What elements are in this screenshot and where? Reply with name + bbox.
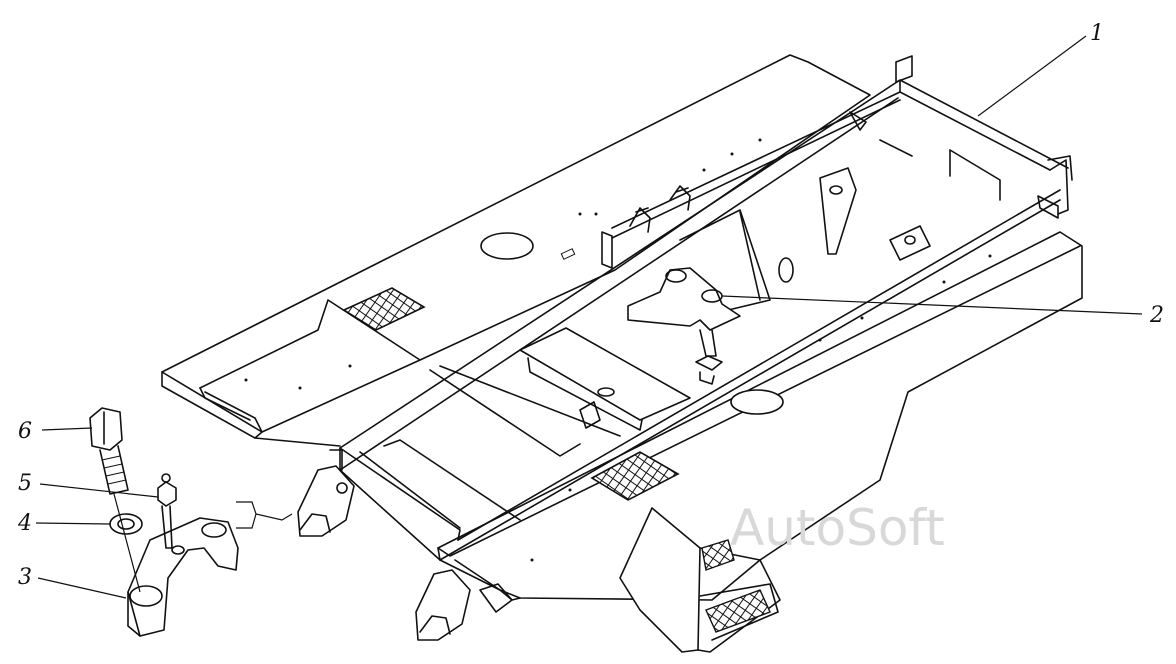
grease-fitting bbox=[157, 473, 177, 549]
callout-label-1: 1 bbox=[1090, 21, 1104, 46]
callout-label-5: 5 bbox=[18, 471, 32, 496]
leader-line-6 bbox=[41, 427, 93, 431]
callout-label-6: 6 bbox=[18, 419, 32, 444]
support-cap bbox=[127, 517, 239, 637]
upper-hinge-bar bbox=[611, 91, 901, 233]
leader-line-4 bbox=[35, 522, 111, 525]
rivet-dots bbox=[244, 138, 992, 562]
leader-line-3 bbox=[37, 577, 127, 599]
leader-line-2 bbox=[721, 295, 1143, 315]
hinge-support bbox=[627, 267, 741, 385]
left-floor-panel bbox=[161, 54, 871, 447]
bolt bbox=[89, 407, 141, 593]
step-box bbox=[619, 507, 781, 653]
callout-label-3: 3 bbox=[18, 565, 32, 590]
assembly-brace-lower bbox=[236, 513, 257, 529]
lock-washer bbox=[109, 513, 143, 535]
cross-members bbox=[339, 111, 1001, 561]
leader-line-5 bbox=[39, 483, 159, 498]
callout-label-4: 4 bbox=[17, 511, 32, 536]
watermark-text: AutoSoft bbox=[730, 499, 945, 557]
lower-hinge-bracket bbox=[415, 569, 513, 641]
frame-rails bbox=[339, 55, 1073, 561]
leader-line-1 bbox=[977, 35, 1087, 117]
assembly-brace bbox=[236, 501, 293, 521]
callout-label-2: 2 bbox=[1149, 303, 1164, 328]
front-hinge-bracket bbox=[297, 449, 355, 537]
right-floor-panel bbox=[437, 231, 1083, 601]
